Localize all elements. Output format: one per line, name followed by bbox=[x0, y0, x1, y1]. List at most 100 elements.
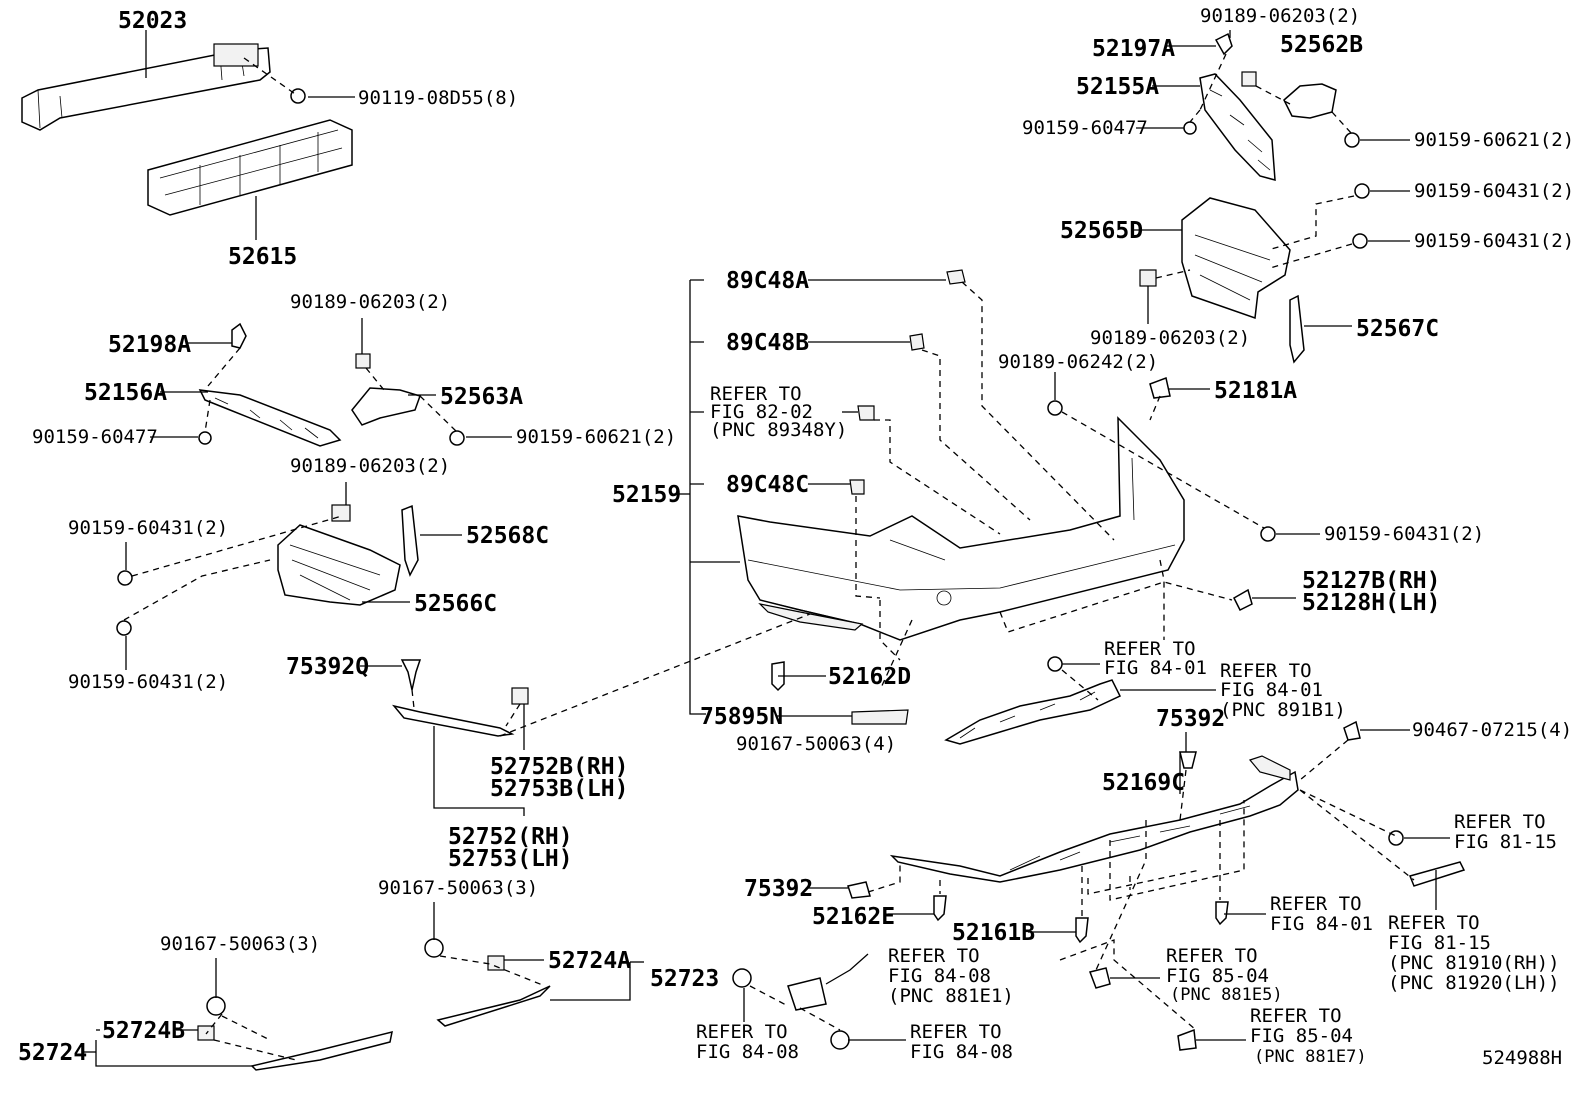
label-89C48A: 89C48A bbox=[726, 268, 809, 294]
screw-90159-60431-l1[interactable] bbox=[117, 570, 133, 586]
part-52615-absorber[interactable] bbox=[147, 119, 353, 216]
label-90189-06203-c: 90189-06203(2) bbox=[1200, 5, 1360, 27]
part-52752B-retainer[interactable] bbox=[511, 687, 529, 705]
label-52128H: 52128H(LH) bbox=[1302, 590, 1440, 616]
part-52169C-diffuser[interactable] bbox=[889, 755, 1299, 883]
sensor-881E1[interactable] bbox=[787, 977, 827, 1011]
label-ref-8408a-line3: (PNC 881E1) bbox=[888, 985, 1014, 1007]
part-52127B-cap[interactable] bbox=[1233, 588, 1253, 612]
label-52566C: 52566C bbox=[414, 591, 497, 617]
label-75392-b: 75392 bbox=[744, 876, 813, 902]
part-89C48A-sensor-retainer[interactable] bbox=[946, 269, 966, 285]
label-ref-8504b-line3: (PNC 881E7) bbox=[1254, 1047, 1367, 1067]
part-52567C-strip[interactable] bbox=[1289, 294, 1305, 364]
part-52723-piece[interactable] bbox=[436, 985, 551, 1027]
part-75392-clip-b[interactable] bbox=[847, 881, 871, 899]
label-90159-60621-l: 90159-60621(2) bbox=[516, 426, 676, 448]
clip-8401-c[interactable] bbox=[1215, 901, 1229, 926]
screw-90159-60431-r3[interactable] bbox=[1260, 526, 1276, 542]
label-ref-8115b-line4: (PNC 81920(LH)) bbox=[1388, 972, 1560, 994]
label-ref-8408c-line1: REFER TO bbox=[910, 1021, 1002, 1043]
screw-90159-60621-r[interactable] bbox=[1344, 132, 1360, 148]
part-75392-clip-a[interactable] bbox=[1179, 751, 1197, 769]
clip-8401-a[interactable] bbox=[1047, 656, 1063, 672]
label-52562B: 52562B bbox=[1280, 32, 1363, 58]
label-90167-50063-3b: 90167-50063(3) bbox=[160, 933, 320, 955]
dashed-lines bbox=[123, 53, 1415, 1061]
part-90189-clip-a[interactable] bbox=[355, 353, 371, 369]
label-90159-60477-l: 90159-60477 bbox=[32, 426, 158, 448]
leader-lines bbox=[82, 30, 1450, 1067]
screw-90167-50063-3a[interactable] bbox=[424, 938, 444, 958]
screw-90159-60431-r2[interactable] bbox=[1352, 233, 1368, 249]
label-52723: 52723 bbox=[650, 966, 719, 992]
part-52566C-retainer[interactable] bbox=[277, 524, 401, 606]
part-52155A-bracket[interactable] bbox=[1199, 73, 1276, 181]
part-52181A-cover[interactable] bbox=[1149, 376, 1171, 399]
label-52567C: 52567C bbox=[1356, 316, 1439, 342]
label-52752B: 52752B(RH) bbox=[490, 754, 628, 780]
label-52753B: 52753B(LH) bbox=[490, 776, 628, 802]
part-52162E-clip[interactable] bbox=[933, 895, 947, 922]
label-52615: 52615 bbox=[228, 244, 297, 270]
label-ref-8401b-line1: REFER TO bbox=[1220, 660, 1312, 682]
label-ref-8202-line3: (PNC 89348Y) bbox=[710, 419, 847, 441]
part-52562B-bracket[interactable] bbox=[1283, 83, 1337, 119]
label-52169C: 52169C bbox=[1102, 770, 1185, 796]
part-75895N-reflector[interactable] bbox=[851, 709, 909, 725]
label-52023: 52023 bbox=[118, 8, 187, 34]
part-81910-reflector[interactable] bbox=[1408, 861, 1466, 887]
label-ref-8504b-line2: FIG 85-04 bbox=[1250, 1025, 1353, 1047]
part-52724A-retainer[interactable] bbox=[487, 955, 505, 971]
part-90189-clip-d[interactable] bbox=[1139, 269, 1157, 287]
label-ref-8115b-line1: REFER TO bbox=[1388, 912, 1480, 934]
part-52198A-clip[interactable] bbox=[231, 322, 247, 349]
part-881E5-bracket[interactable] bbox=[1089, 967, 1111, 989]
screw-90167-50063-3b[interactable] bbox=[206, 996, 226, 1016]
label-ref-8401a-line1: REFER TO bbox=[1104, 638, 1196, 660]
part-52568C-strip[interactable] bbox=[401, 504, 419, 577]
label-ref-8408b-line2: FIG 84-08 bbox=[696, 1041, 799, 1063]
label-ref-8401b-line3: (PNC 891B1) bbox=[1220, 699, 1346, 721]
part-89348Y-retainer[interactable] bbox=[857, 405, 875, 421]
label-90189-06242: 90189-06242(2) bbox=[998, 351, 1158, 373]
sensor-8408-b[interactable] bbox=[732, 968, 752, 988]
part-881E7-bracket[interactable] bbox=[1177, 1028, 1197, 1051]
part-89C48B-sensor-retainer[interactable] bbox=[909, 333, 925, 351]
part-52565D-retainer[interactable] bbox=[1181, 197, 1291, 320]
part-52161B-clip[interactable] bbox=[1075, 917, 1089, 944]
label-ref-8115a-line1: REFER TO bbox=[1454, 811, 1546, 833]
part-89C48C-sensor-retainer[interactable] bbox=[849, 479, 865, 495]
label-ref-8401c-line1: REFER TO bbox=[1270, 893, 1362, 915]
part-52752-garnish[interactable] bbox=[391, 704, 515, 737]
label-52127B: 52127B(RH) bbox=[1302, 568, 1440, 594]
part-52724-piece[interactable] bbox=[250, 1030, 393, 1071]
screw-90467-07215[interactable] bbox=[1343, 720, 1361, 741]
part-52156A-bracket[interactable] bbox=[198, 389, 342, 447]
label-90159-60431-l1: 90159-60431(2) bbox=[68, 517, 228, 539]
screw-90159-60431-l2[interactable] bbox=[116, 620, 132, 636]
clip-90189-06242[interactable] bbox=[1047, 400, 1063, 416]
label-90167-50063-3a: 90167-50063(3) bbox=[378, 877, 538, 899]
label-75392Q: 75392Q bbox=[286, 654, 369, 680]
sensor-8408-c[interactable] bbox=[830, 1030, 850, 1050]
label-52753: 52753(LH) bbox=[448, 846, 573, 872]
label-52563A: 52563A bbox=[440, 384, 523, 410]
part-52563A-bracket[interactable] bbox=[351, 387, 421, 426]
part-52023-reinforcement[interactable] bbox=[21, 43, 271, 131]
part-52197A-clip[interactable] bbox=[1214, 32, 1233, 56]
part-52159-bumper-cover[interactable] bbox=[737, 416, 1185, 641]
label-90467-07215: 90467-07215(4) bbox=[1412, 719, 1572, 741]
part-90189-clip-c[interactable] bbox=[1241, 71, 1257, 87]
part-891B1-bracket[interactable] bbox=[944, 679, 1122, 745]
label-90159-60431-r1: 90159-60431(2) bbox=[1414, 180, 1574, 202]
label-89C48B: 89C48B bbox=[726, 330, 809, 356]
screw-90159-60431-r1[interactable] bbox=[1354, 183, 1370, 199]
screw-90159-60477-l[interactable] bbox=[198, 431, 212, 445]
screw-90159-60621-l[interactable] bbox=[449, 430, 465, 446]
label-52155A: 52155A bbox=[1076, 74, 1159, 100]
label-ref-8504a-line3: (PNC 881E5) bbox=[1170, 985, 1283, 1005]
part-75392Q-clip[interactable] bbox=[400, 659, 422, 691]
screw-90159-60477-r[interactable] bbox=[1183, 121, 1197, 135]
label-90119-08d55: 90119-08D55(8) bbox=[358, 87, 518, 109]
